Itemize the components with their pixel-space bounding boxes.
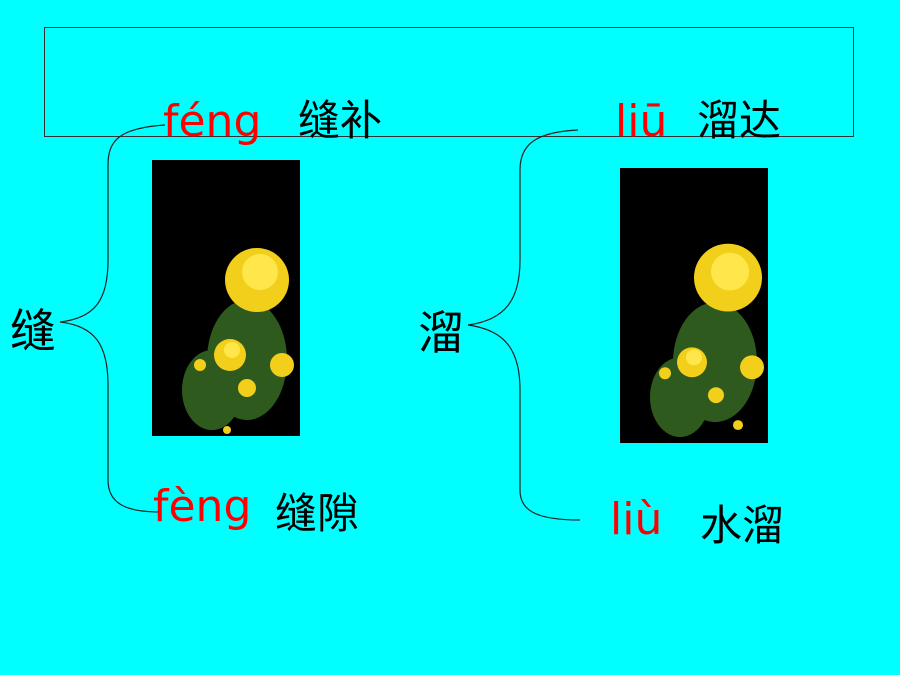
pinyin-feng4: fèng [153,481,252,532]
title-placeholder-box [44,27,854,137]
left-bracket-bottom [59,321,161,513]
char-liu: 溜 [418,306,464,360]
chrysanthemum-photo-left [152,160,300,436]
char-feng: 缝 [10,304,56,358]
word-fengxi: 缝隙 [275,489,360,538]
pinyin-feng2: féng [163,96,262,147]
left-bracket-top [59,124,166,323]
right-bracket-bottom [467,324,581,521]
chrysanthemum-icon [152,160,300,436]
chrysanthemum-photo-right [620,168,768,443]
pinyin-liu4: liù [610,494,663,545]
right-bracket-top [467,129,579,326]
word-liuda: 溜达 [697,96,782,145]
word-shuiliu: 水溜 [700,501,785,550]
chrysanthemum-icon [620,168,768,443]
word-fengbu: 缝补 [298,96,383,145]
pinyin-liu1: liū [615,96,668,147]
